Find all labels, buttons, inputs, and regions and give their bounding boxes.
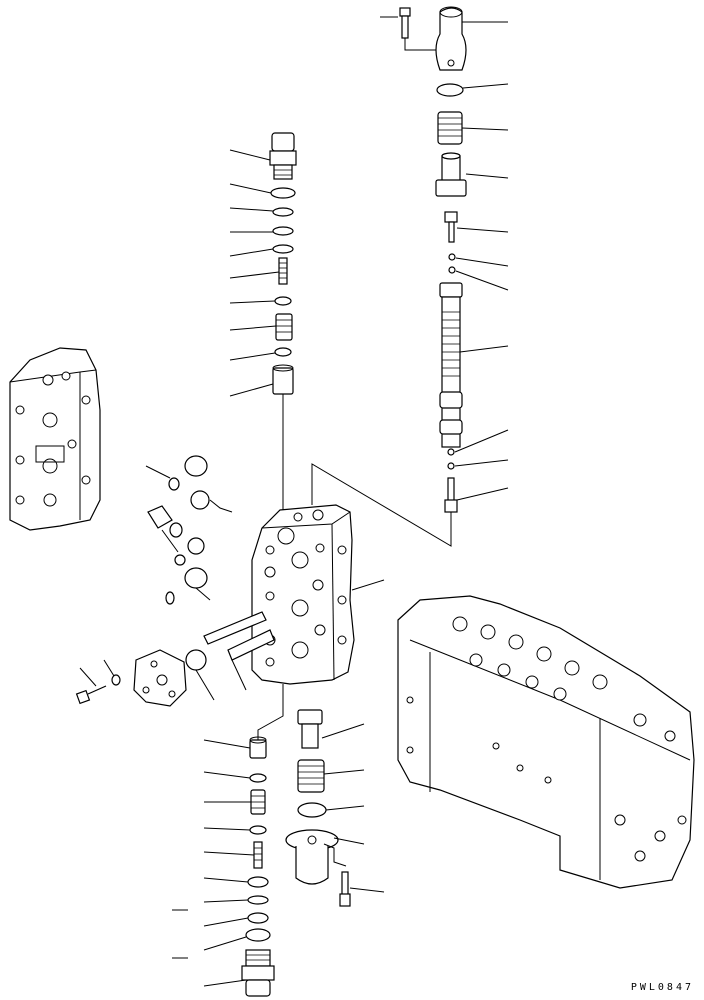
- upper-relief-column: [229, 132, 297, 522]
- main-valve-assembly: [397, 595, 695, 889]
- lower-spool-end: [285, 709, 385, 907]
- small-ring-2: [448, 266, 456, 274]
- lower-cap-bolt: [339, 871, 385, 907]
- lower-pilot-spring: [203, 841, 263, 869]
- pilot-spring: [229, 257, 288, 285]
- lower-o-ring: [297, 802, 327, 818]
- lower-relief-plug: [203, 949, 275, 997]
- flange-cover: [133, 649, 187, 707]
- small-ring-1: [448, 253, 456, 261]
- cover-cap: [435, 6, 508, 71]
- drawing-code-label: PWL0847: [630, 982, 694, 993]
- lower-cap: [285, 829, 365, 885]
- left-seal-cluster: [145, 455, 275, 701]
- retainer-top: [435, 152, 509, 197]
- lower-relief-column: [172, 684, 284, 997]
- small-ring-3: [447, 448, 455, 456]
- relief-poppet: [229, 313, 293, 341]
- relief-valve-plug: [229, 132, 297, 180]
- lower-retainer: [297, 709, 365, 749]
- assembly-path: [311, 463, 452, 547]
- spool-end-pin: [444, 477, 509, 513]
- spring-top: [437, 111, 509, 145]
- lower-seat: [203, 736, 267, 759]
- lower-spring: [297, 759, 365, 793]
- small-ring-4: [447, 462, 455, 470]
- relief-seat: [229, 364, 294, 397]
- flange-bolt: [75, 659, 121, 705]
- upper-spool-column: [311, 6, 509, 547]
- spool: [439, 282, 509, 448]
- side-valve-block: [9, 347, 101, 531]
- valve-body: [251, 504, 385, 685]
- lower-poppet: [204, 789, 266, 815]
- stopper: [444, 211, 509, 243]
- o-ring-top: [436, 83, 464, 97]
